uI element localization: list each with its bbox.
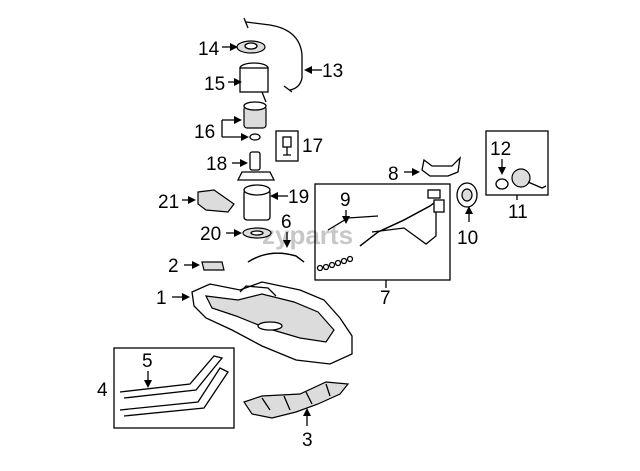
part-8-bracket[interactable]: [421, 156, 461, 177]
part-10-filler-ring[interactable]: [456, 182, 478, 208]
part-4-strap-set-box[interactable]: [113, 347, 235, 429]
callout-13-label: 13: [322, 61, 343, 82]
callout-8: 8: [388, 164, 420, 185]
part-14-gasket[interactable]: [236, 40, 266, 54]
callout-3-label: 3: [302, 430, 313, 451]
callout-20: 20: [200, 224, 242, 245]
part-2-pad[interactable]: [201, 261, 225, 271]
callout-2: 2: [168, 256, 200, 277]
callout-16: 16: [194, 116, 249, 143]
callout-14: 14: [198, 39, 238, 60]
callout-16-label: 16: [194, 122, 215, 143]
callout-17-label: 17: [302, 136, 323, 157]
part-13-wire[interactable]: [243, 17, 303, 93]
part-11-fuel-cap-box[interactable]: [485, 130, 549, 196]
part-20-o-ring[interactable]: [242, 227, 272, 239]
watermark-logo: zyparts: [262, 220, 353, 250]
callout-21: 21: [158, 192, 196, 213]
callout-5: 5: [142, 351, 153, 388]
callout-7: 7: [380, 280, 391, 309]
part-17-box[interactable]: [275, 130, 299, 162]
callout-19: 19: [270, 187, 309, 208]
part-18-regulator[interactable]: [236, 151, 276, 181]
part-7-filler-pipe-box[interactable]: [314, 183, 451, 281]
callout-11-label: 11: [508, 202, 528, 223]
callout-6: 6: [281, 212, 292, 248]
callout-1: 1: [156, 288, 190, 309]
callout-14-label: 14: [198, 39, 220, 60]
callout-19-label: 19: [288, 187, 309, 208]
part-3-heat-shield[interactable]: [243, 381, 350, 419]
callout-2-label: 2: [168, 256, 179, 277]
callout-12-label: 12: [490, 139, 511, 160]
callout-12: 12: [490, 139, 511, 175]
callout-18: 18: [206, 154, 248, 175]
callout-15: 15: [204, 74, 242, 95]
callout-8-label: 8: [388, 164, 399, 185]
callout-13: 13: [304, 61, 343, 82]
callout-4: 4: [97, 380, 108, 401]
callout-11: 11: [508, 195, 528, 223]
callout-21-label: 21: [158, 192, 179, 213]
part-16-fuel-pump[interactable]: [243, 101, 267, 141]
callout-18-label: 18: [206, 154, 227, 175]
callout-5-label: 5: [142, 351, 153, 372]
callout-10: 10: [457, 206, 478, 249]
callout-6-label: 6: [281, 212, 292, 233]
callout-3: 3: [302, 408, 313, 451]
callout-15-label: 15: [204, 74, 225, 95]
callout-17: 17: [302, 136, 323, 157]
callout-7-label: 7: [380, 288, 391, 309]
part-21-bracket[interactable]: [197, 189, 235, 213]
part-6-hose[interactable]: [247, 252, 305, 263]
callout-10-label: 10: [457, 228, 478, 249]
part-19-fuel-filter[interactable]: [243, 184, 271, 221]
part-15-pump-bracket[interactable]: [239, 62, 269, 103]
part-1-fuel-tank[interactable]: [191, 281, 353, 365]
callout-4-label: 4: [97, 380, 108, 401]
callout-9-label: 9: [340, 190, 351, 211]
callout-9: 9: [340, 190, 351, 224]
callout-1-label: 1: [156, 288, 167, 309]
callout-20-label: 20: [200, 224, 221, 245]
